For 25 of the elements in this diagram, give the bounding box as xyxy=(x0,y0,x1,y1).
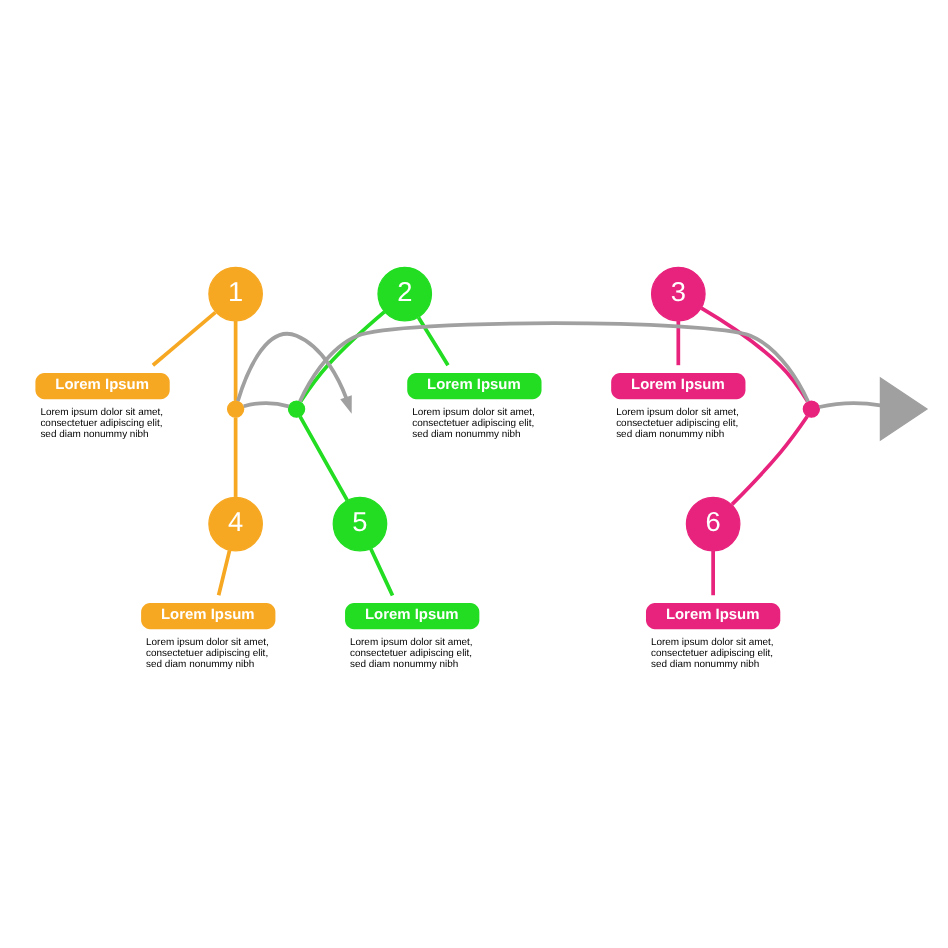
connector xyxy=(297,414,348,501)
connector xyxy=(232,416,237,496)
connector xyxy=(232,319,237,400)
connector xyxy=(298,309,385,402)
node-circle: 1 xyxy=(207,265,262,321)
connector xyxy=(729,414,808,505)
node-circle: 5 xyxy=(331,495,387,551)
node-circle xyxy=(286,399,305,417)
node-circle: 2 xyxy=(376,265,432,321)
connector xyxy=(415,315,449,366)
connector xyxy=(817,400,880,408)
connector xyxy=(215,548,231,595)
connector xyxy=(675,319,680,365)
connector xyxy=(368,546,394,596)
node-circle xyxy=(801,399,820,417)
arrow xyxy=(235,331,351,413)
connector xyxy=(710,549,714,595)
connector xyxy=(242,400,289,408)
node-circle: 3 xyxy=(649,265,705,321)
node-circle: 6 xyxy=(684,495,740,551)
node-triangle xyxy=(878,375,928,441)
node-circle: 4 xyxy=(207,495,262,551)
connector xyxy=(699,305,809,402)
connector xyxy=(150,310,216,366)
node-circle xyxy=(225,399,244,417)
